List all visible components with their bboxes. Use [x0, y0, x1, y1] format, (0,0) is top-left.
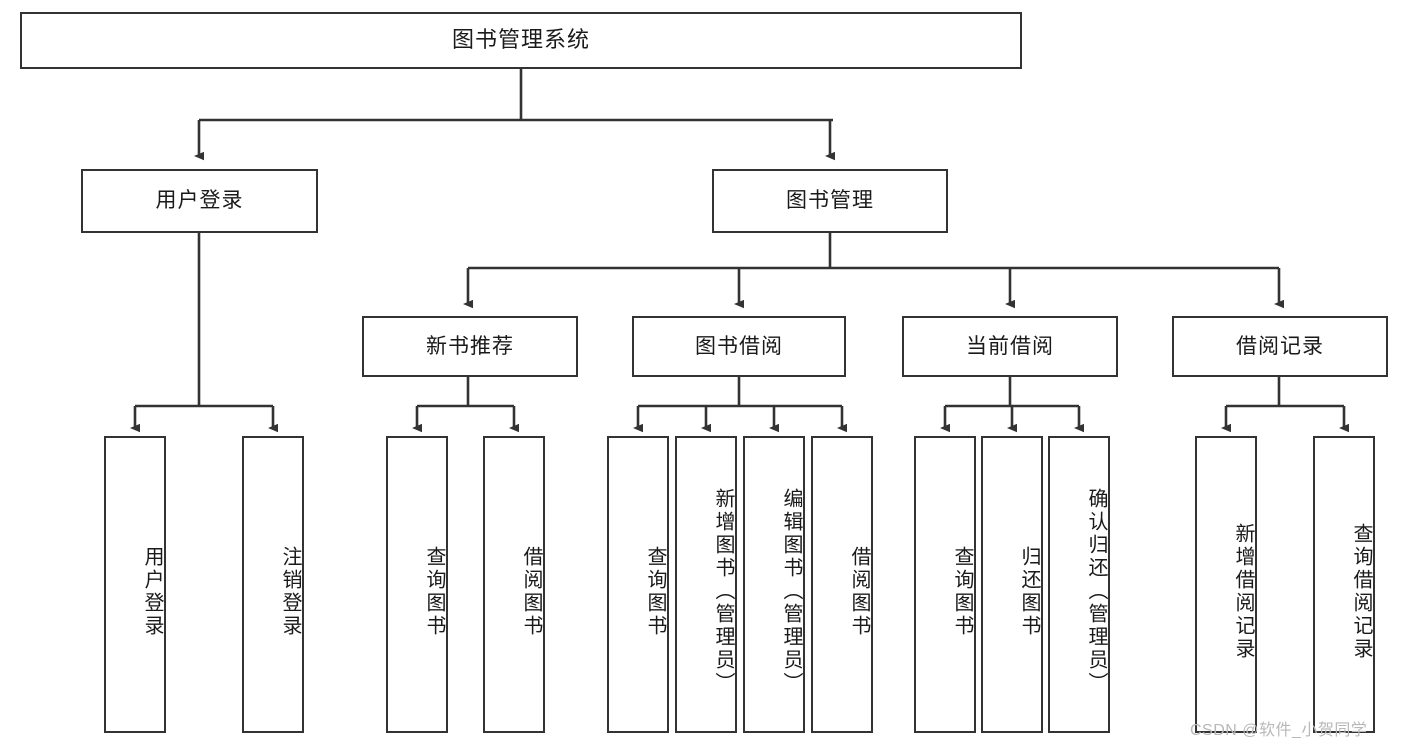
node-label: 编辑图书（管理员）: [780, 488, 802, 695]
node-root-system[interactable]: 图书管理系统: [20, 12, 1022, 69]
node-label: 当前借阅: [966, 334, 1054, 358]
node-label: 新书推荐: [426, 334, 514, 358]
leaf-query-borrow-record[interactable]: 查询借阅记录: [1313, 436, 1375, 733]
leaf-query-book-recommend[interactable]: 查询图书: [386, 436, 448, 733]
node-book-management[interactable]: 图书管理: [712, 169, 948, 233]
node-label: 用户登录: [141, 545, 163, 638]
leaf-borrow-book-recommend[interactable]: 借阅图书: [483, 436, 545, 733]
leaf-user-login[interactable]: 用户登录: [104, 436, 166, 733]
node-label: 查询图书: [423, 545, 445, 638]
node-book-borrow[interactable]: 图书借阅: [632, 316, 846, 377]
node-label: 用户登录: [155, 189, 244, 213]
leaf-confirm-return-admin[interactable]: 确认归还（管理员）: [1048, 436, 1110, 733]
leaf-return-book[interactable]: 归还图书: [981, 436, 1043, 733]
node-label: 借阅记录: [1236, 334, 1324, 358]
node-label: 新增借阅记录: [1232, 522, 1254, 661]
leaf-add-book-admin[interactable]: 新增图书（管理员）: [675, 436, 737, 733]
node-label: 归还图书: [1018, 545, 1040, 638]
watermark-text: CSDN @软件_小贺同学: [1190, 722, 1368, 739]
node-label: 图书借阅: [695, 334, 783, 358]
leaf-logout[interactable]: 注销登录: [242, 436, 304, 733]
node-label: 查询借阅记录: [1350, 522, 1372, 661]
node-label: 查询图书: [951, 545, 973, 638]
node-current-borrow[interactable]: 当前借阅: [902, 316, 1118, 377]
node-label: 图书管理: [786, 189, 874, 213]
leaf-borrow-book[interactable]: 借阅图书: [811, 436, 873, 733]
node-new-book-recommend[interactable]: 新书推荐: [362, 316, 578, 377]
node-label: 借阅图书: [848, 545, 870, 638]
node-label: 注销登录: [279, 545, 301, 638]
leaf-query-book-borrow[interactable]: 查询图书: [607, 436, 669, 733]
node-label: 确认归还（管理员）: [1085, 488, 1107, 695]
node-label: 图书管理系统: [451, 27, 590, 53]
node-label: 新增图书（管理员）: [712, 488, 734, 695]
leaf-edit-book-admin[interactable]: 编辑图书（管理员）: [743, 436, 805, 733]
node-borrow-record[interactable]: 借阅记录: [1172, 316, 1388, 377]
leaf-add-borrow-record[interactable]: 新增借阅记录: [1195, 436, 1257, 733]
node-user-login[interactable]: 用户登录: [81, 169, 318, 233]
node-label: 查询图书: [644, 545, 666, 638]
node-label: 借阅图书: [520, 545, 542, 638]
leaf-query-book-current[interactable]: 查询图书: [914, 436, 976, 733]
